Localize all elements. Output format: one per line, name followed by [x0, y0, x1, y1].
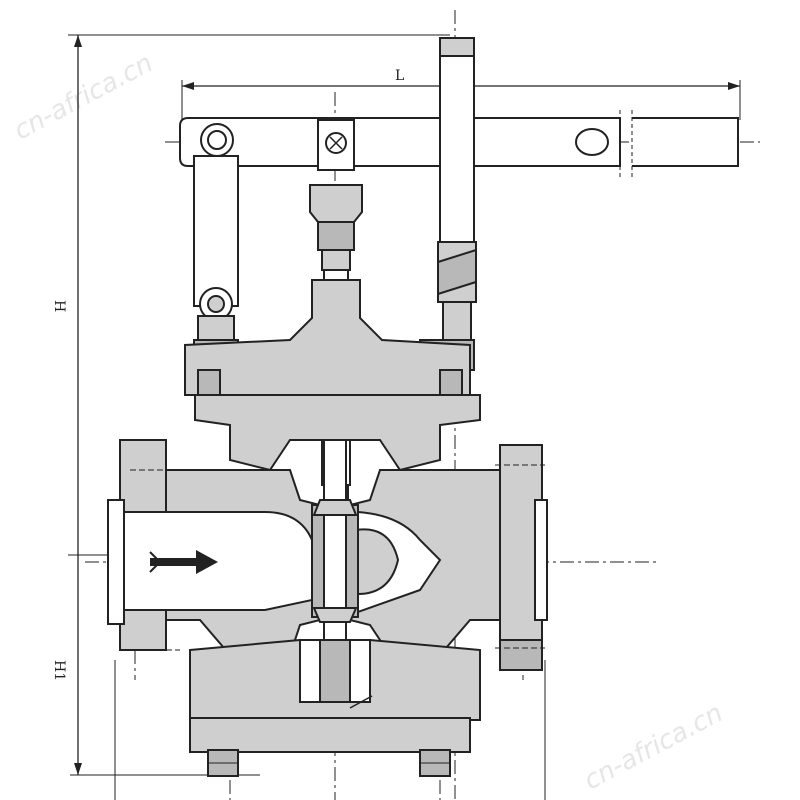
arrow-right-icon	[149, 550, 218, 574]
lever-arm	[179, 110, 739, 180]
valve-body	[107, 394, 548, 721]
dimension-label-height: H	[51, 300, 67, 312]
right-weight-rod	[419, 37, 477, 371]
watermark-bottom: cn-africa.cn	[579, 698, 728, 796]
flange-bolt-lines	[130, 464, 545, 651]
dimension-label-length: L	[395, 68, 404, 84]
bottom-cover	[189, 717, 471, 777]
extension-lines	[114, 660, 546, 800]
dimension-H	[68, 34, 450, 776]
drawing-lines	[68, 10, 760, 800]
left-link-rod	[193, 155, 255, 371]
watermark-top: cn-africa.cn	[9, 48, 158, 146]
dimension-label-lower-height: H1	[51, 660, 67, 681]
